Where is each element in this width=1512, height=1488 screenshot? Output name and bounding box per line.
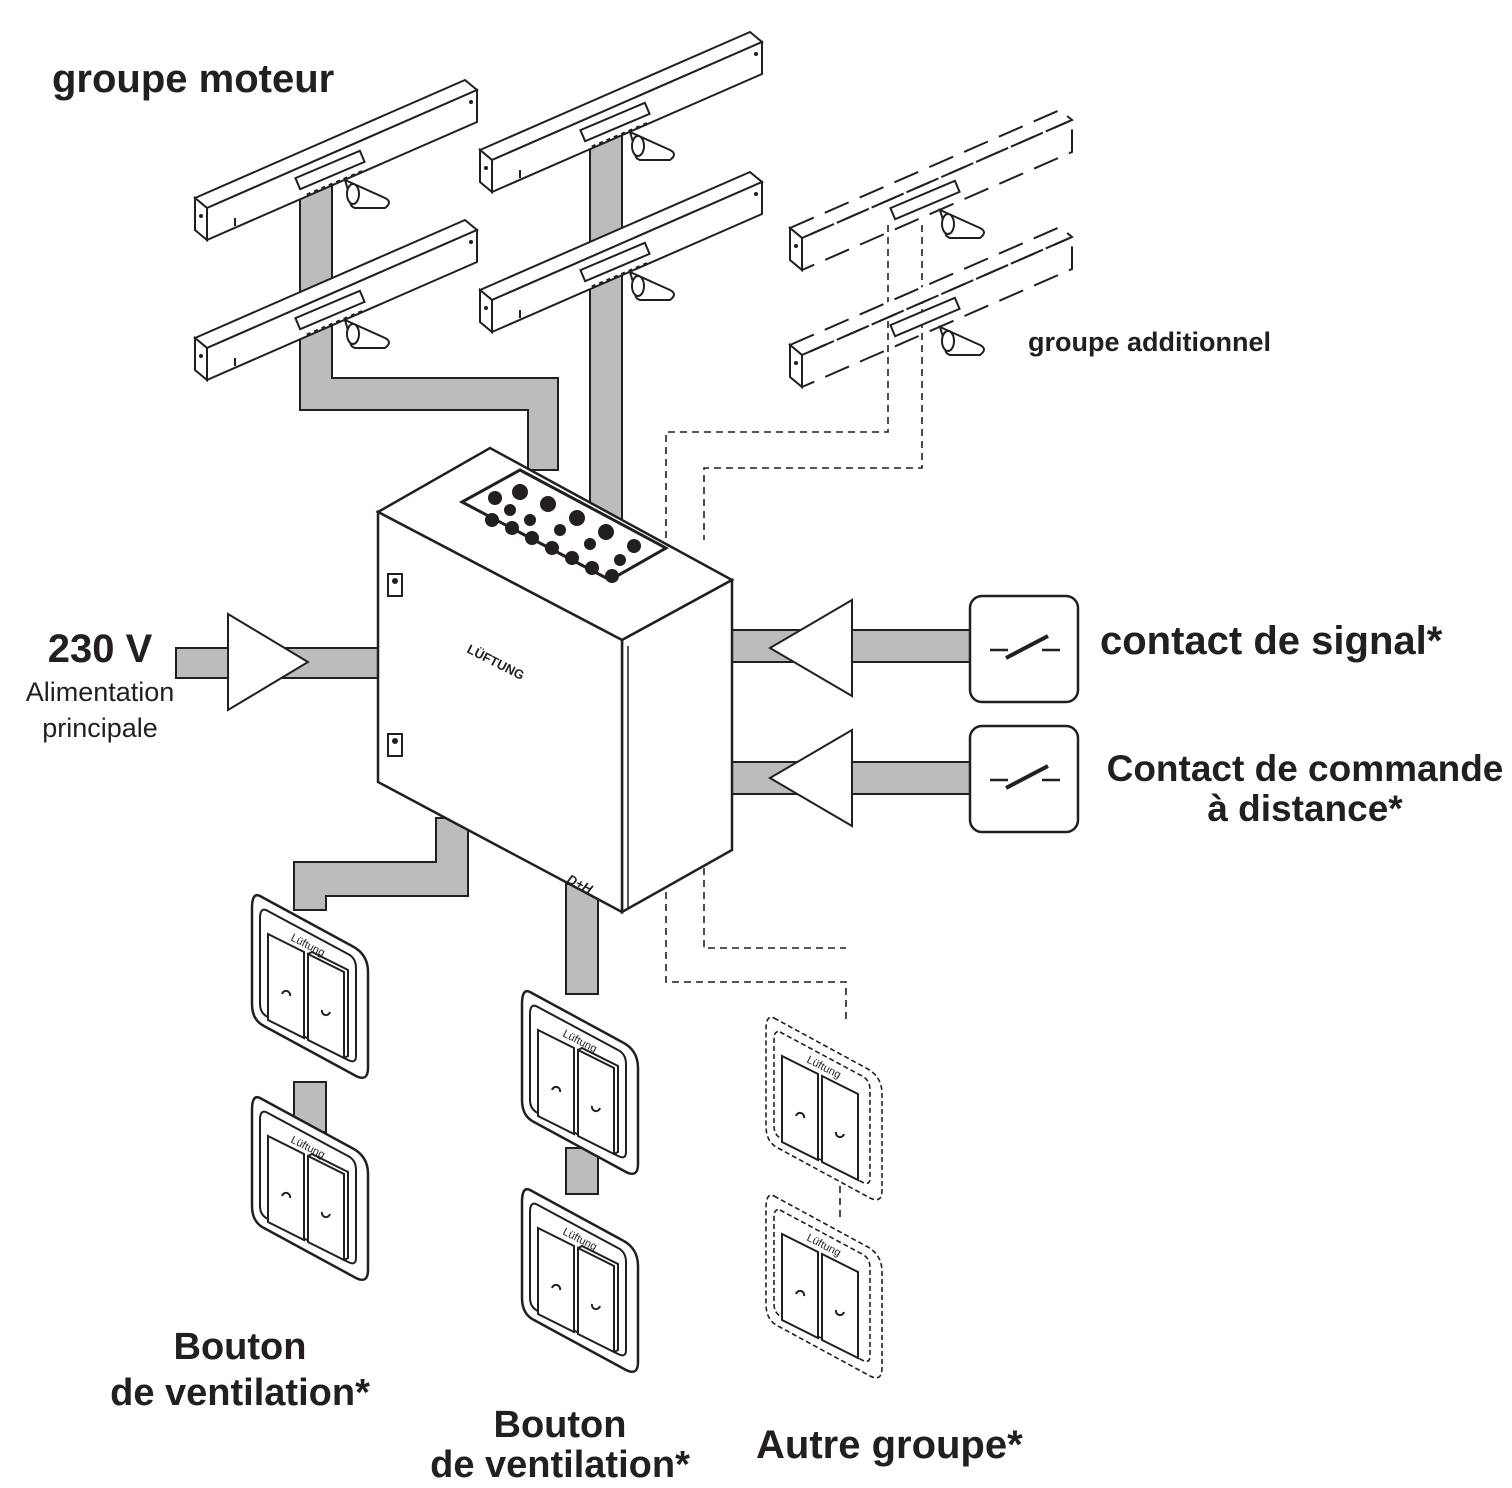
button-b-label-line1: Bouton [420, 1406, 700, 1446]
ventilation-switch-icon [522, 991, 638, 1174]
mains-label-line1: Alimentation [0, 678, 200, 706]
control-box: LÜFTUNG D+H [378, 448, 732, 912]
ventilation-switch-dashed-icon [766, 1017, 882, 1200]
switch-contact-icon [970, 596, 1078, 702]
ventilation-switch-dashed-icon [766, 1195, 882, 1378]
ventilation-switch-icon [252, 1097, 368, 1280]
ventilation-switch-icon [522, 1189, 638, 1372]
remote-contact-label-line2: à distance* [1100, 790, 1510, 829]
button-a-label-line1: Bouton [100, 1328, 380, 1368]
cable-motor-right [590, 128, 622, 520]
button-b-label-line2: de ventilation* [400, 1446, 720, 1486]
signal-contact-label: contact de signal* [1100, 620, 1442, 662]
cable-button-mid [566, 884, 598, 994]
chain-actuator-dashed-icon [790, 227, 1072, 387]
ventilation-switch-icon [252, 895, 368, 1078]
button-a-label-line2: de ventilation* [80, 1374, 400, 1414]
additional-group-label: groupe additionnel [1028, 328, 1271, 356]
chain-actuator-icon [195, 220, 477, 380]
motor-group-label: groupe moteur [52, 58, 334, 100]
chain-actuator-icon [195, 80, 477, 240]
mains-label-line2: principale [0, 714, 200, 742]
switch-contact-icon [970, 726, 1078, 832]
other-group-label: Autre groupe* [756, 1424, 1023, 1466]
remote-contact-label-line1: Contact de commande [1100, 750, 1510, 789]
cable-button-left [294, 818, 468, 910]
cable-motor-left [300, 178, 558, 470]
lock-icon [388, 574, 402, 596]
voltage-label: 230 V [20, 628, 180, 670]
lock-icon [388, 734, 402, 756]
